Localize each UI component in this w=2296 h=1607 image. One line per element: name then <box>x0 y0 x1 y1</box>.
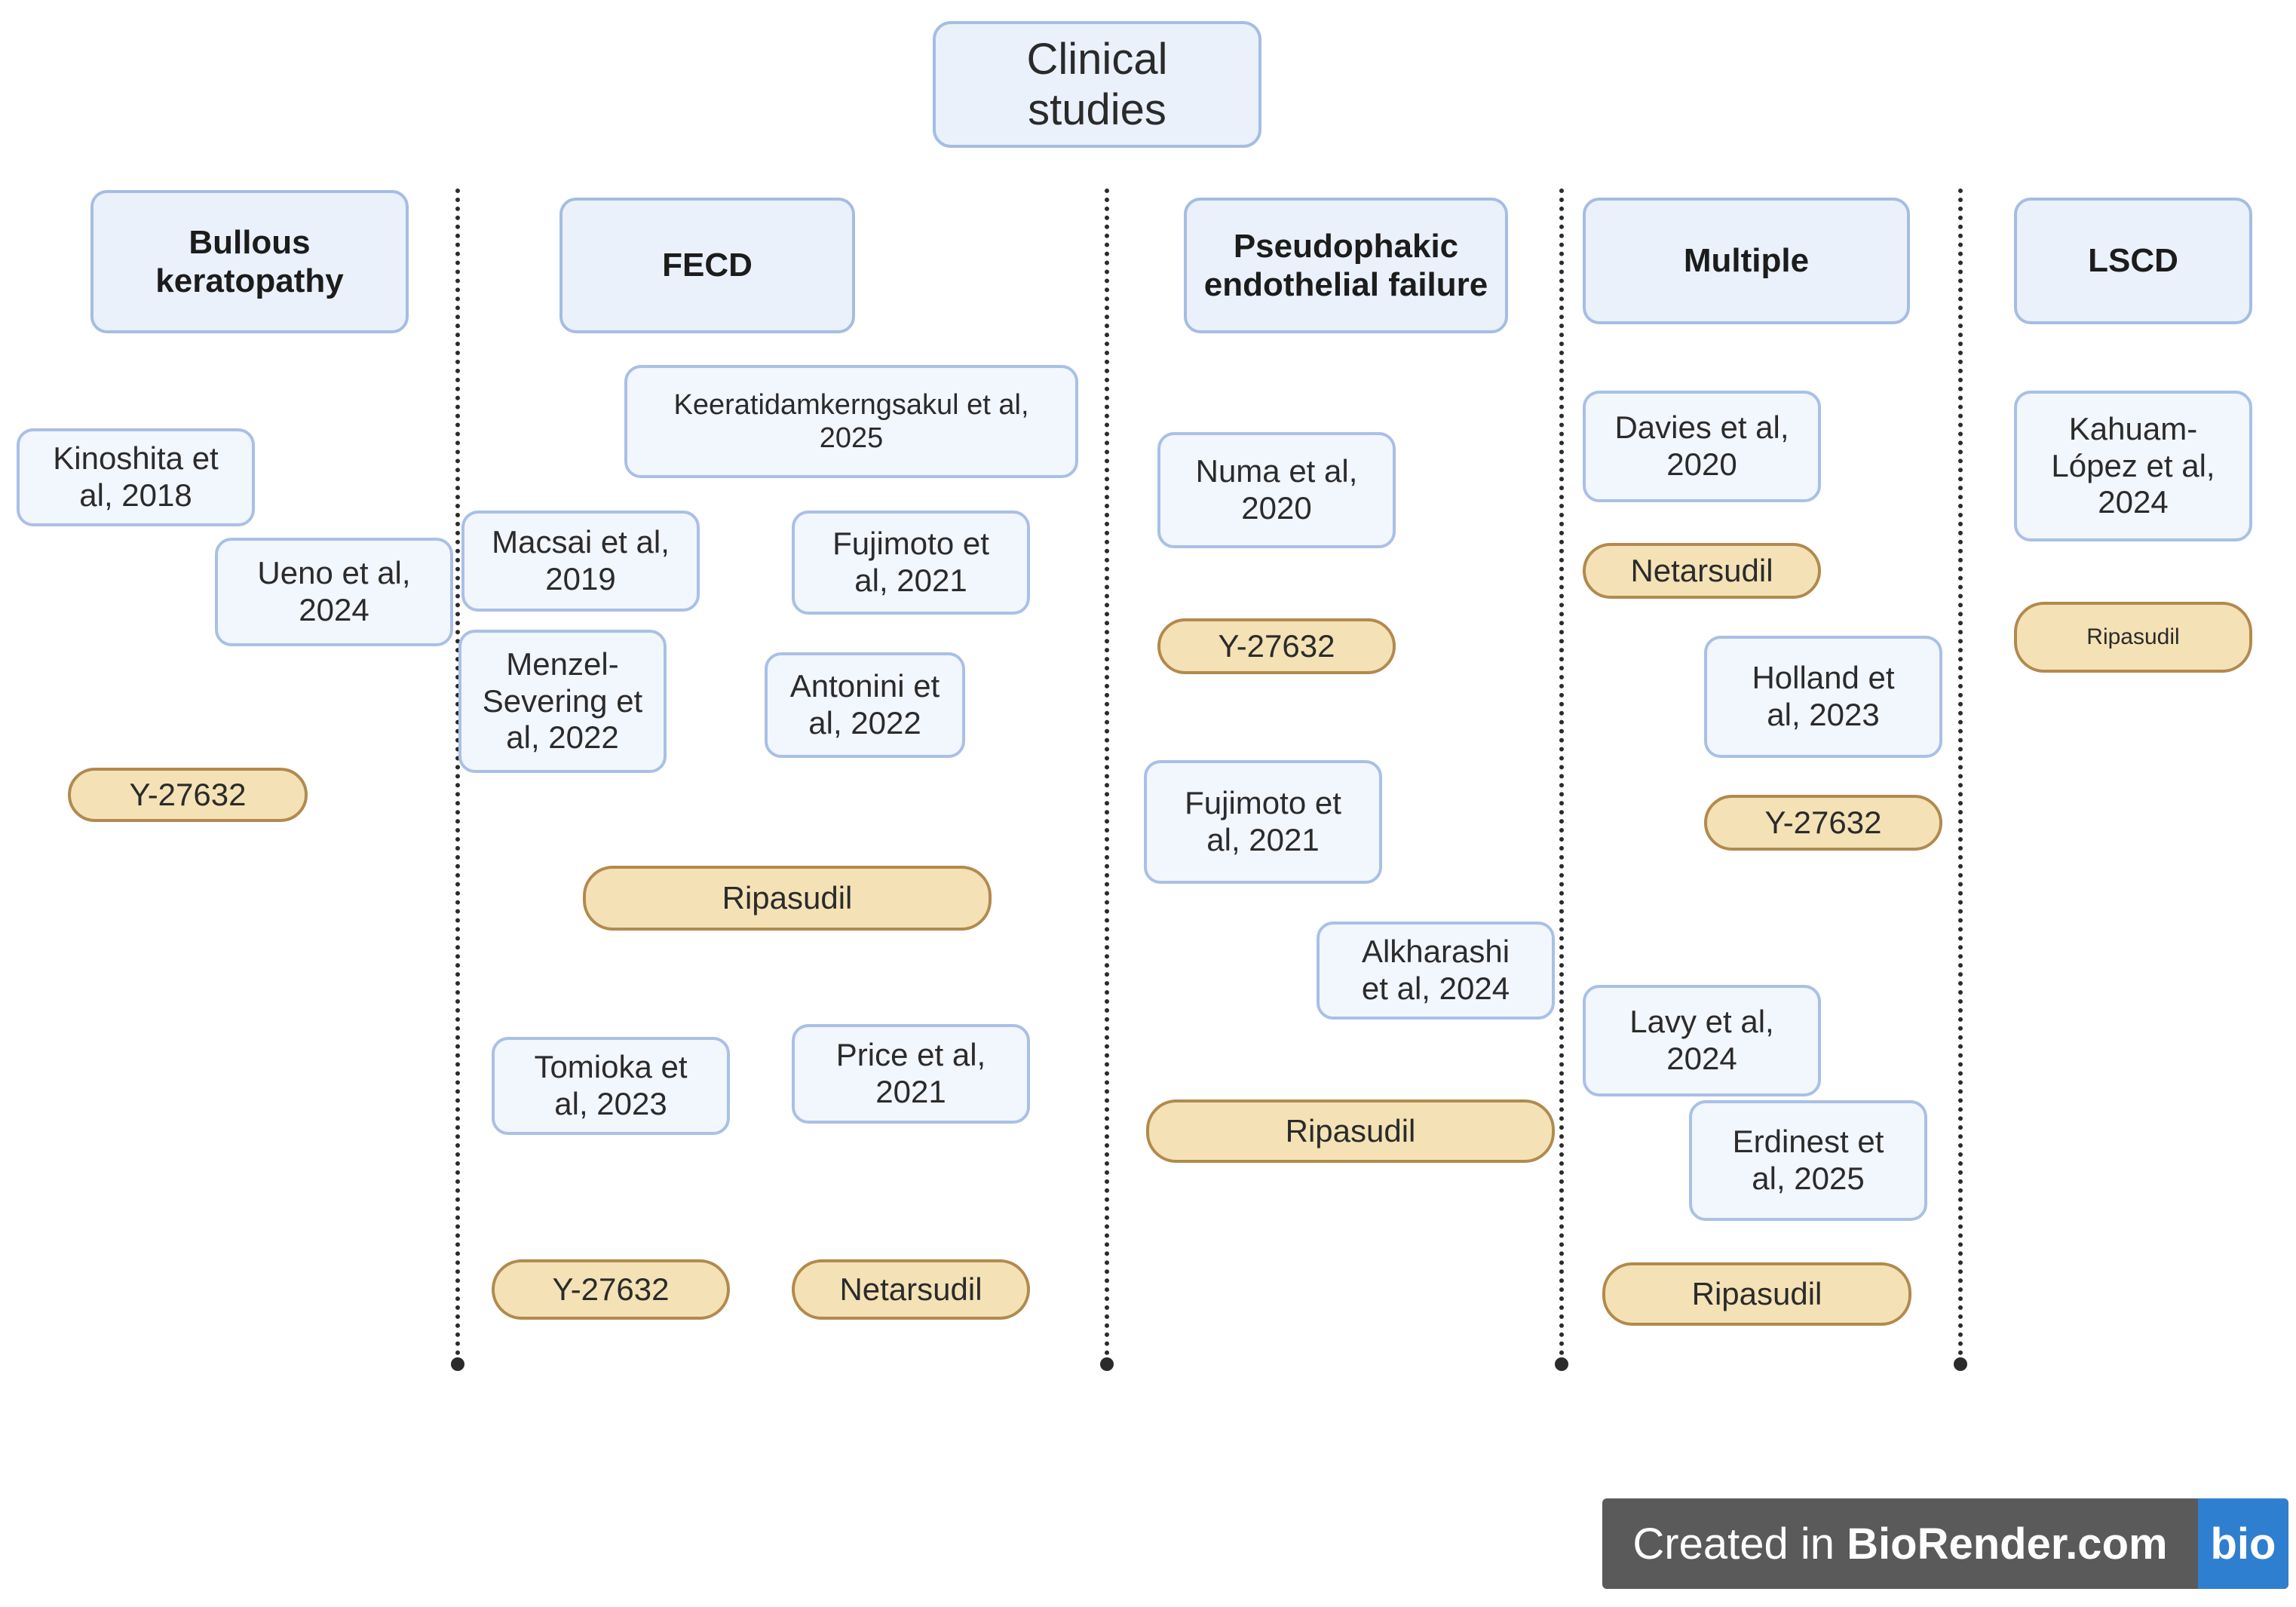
column-header-pseudophakic-endothelial-failure: Pseudophakic endothelial failure <box>1184 198 1508 333</box>
drug-pill: Ripasudil <box>583 866 992 931</box>
divider-end-dot <box>1100 1357 1114 1371</box>
diagram-title: Clinical studies <box>933 21 1261 148</box>
column-header-multiple: Multiple <box>1583 198 1910 324</box>
study-box: Alkharashi et al, 2024 <box>1317 922 1555 1020</box>
drug-pill: Ripasudil <box>2014 602 2252 673</box>
divider-end-dot <box>1555 1357 1568 1371</box>
study-box: Kahuam- López et al, 2024 <box>2014 391 2252 541</box>
drug-pill: Y-27632 <box>492 1259 730 1320</box>
study-box: Numa et al, 2020 <box>1157 432 1396 548</box>
study-box: Kinoshita et al, 2018 <box>17 428 255 526</box>
study-box: Davies et al, 2020 <box>1583 391 1821 502</box>
biorender-watermark: Created in BioRender.com bio <box>1602 1498 2288 1589</box>
study-box: Antonini et al, 2022 <box>765 652 965 758</box>
drug-pill: Ripasudil <box>1602 1262 1911 1326</box>
column-header-fecd: FECD <box>559 198 855 333</box>
column-divider <box>1105 189 1109 1365</box>
drug-pill: Netarsudil <box>792 1259 1030 1320</box>
watermark-brand: BioRender.com <box>1847 1519 2168 1569</box>
column-divider <box>455 189 460 1365</box>
study-box: Tomioka et al, 2023 <box>492 1037 730 1135</box>
column-divider <box>1958 189 1963 1365</box>
divider-end-dot <box>1954 1357 1967 1371</box>
biorender-logo-icon: bio <box>2198 1498 2288 1589</box>
drug-pill: Netarsudil <box>1583 543 1821 599</box>
study-box: Ueno et al, 2024 <box>215 538 453 646</box>
study-box: Erdinest et al, 2025 <box>1689 1100 1927 1221</box>
drug-pill: Y-27632 <box>68 768 308 822</box>
drug-pill: Y-27632 <box>1704 795 1942 851</box>
column-header-bullous-keratopathy: Bullous keratopathy <box>90 190 409 333</box>
study-box: Price et al, 2021 <box>792 1024 1030 1124</box>
drug-pill: Y-27632 <box>1157 618 1396 674</box>
divider-end-dot <box>451 1357 464 1371</box>
column-header-lscd: LSCD <box>2014 198 2252 324</box>
watermark-prefix: Created in <box>1632 1519 1847 1569</box>
drug-pill: Ripasudil <box>1146 1099 1555 1163</box>
study-box: Fujimoto et al, 2021 <box>1144 760 1382 884</box>
study-box: Keeratidamkerngsakul et al, 2025 <box>624 365 1078 478</box>
study-box: Fujimoto et al, 2021 <box>792 511 1030 615</box>
study-box: Menzel- Severing et al, 2022 <box>458 630 667 773</box>
study-box: Holland et al, 2023 <box>1704 636 1942 758</box>
study-box: Macsai et al, 2019 <box>461 511 700 612</box>
study-box: Lavy et al, 2024 <box>1583 985 1821 1096</box>
column-divider <box>1559 189 1564 1365</box>
watermark-text: Created in BioRender.com <box>1602 1498 2198 1589</box>
